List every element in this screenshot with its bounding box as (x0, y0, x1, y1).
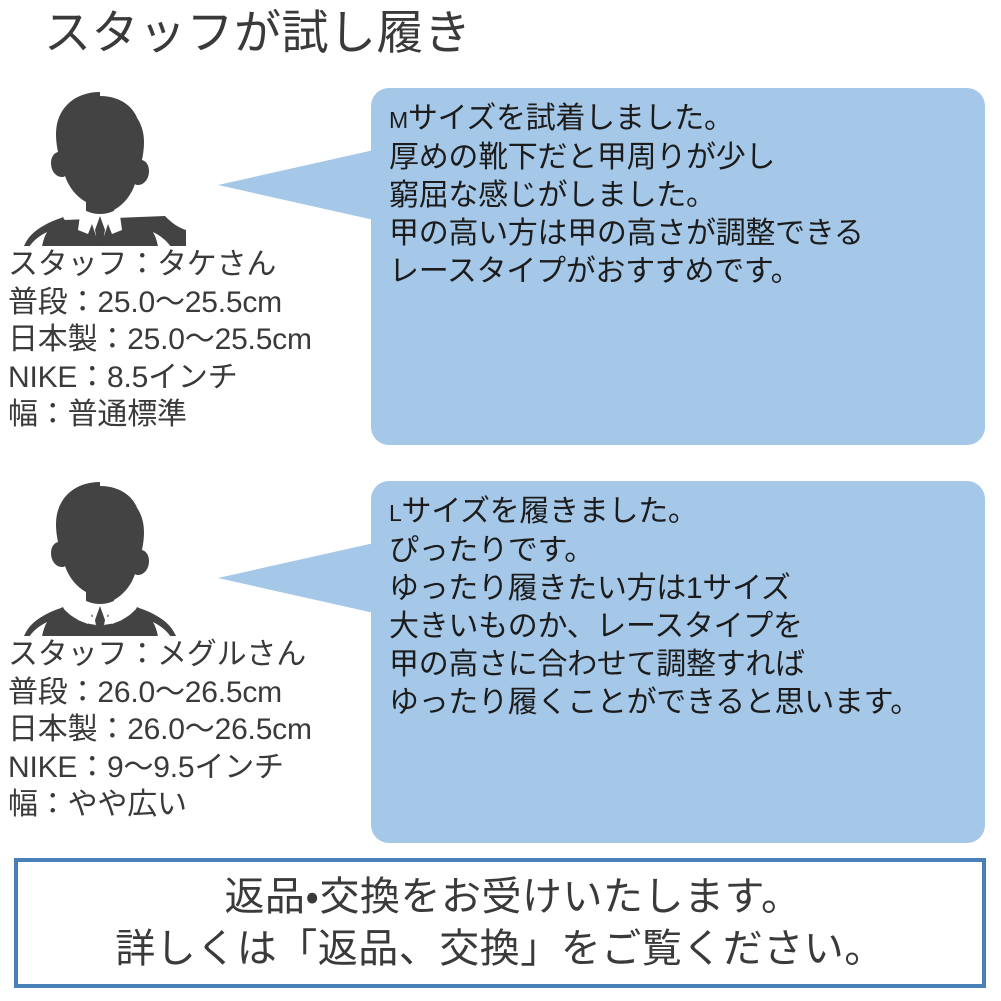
staff-usual-1: 普段：25.0〜25.5cm (8, 285, 282, 319)
person-silhouette-icon (23, 482, 177, 636)
bubble-2-line-6: ゆったり履くことができると思います。 (389, 686, 920, 719)
staff-japan-2: 日本製：26.0〜26.5cm (8, 713, 312, 746)
person-silhouette-icon (23, 92, 186, 246)
bubble-2-lead: L (389, 500, 402, 526)
bubble-2-line-2: ぴったりです。 (389, 534, 594, 567)
staff-nike-1: NIKE：8.5インチ (8, 360, 238, 394)
staff-usual-2: 普段：26.0〜26.5cm (8, 675, 282, 709)
bubble-2-line-4: 大きいものか、レースタイプを (389, 610, 803, 643)
staff-width-1: 幅：普通標準 (8, 398, 187, 431)
staff-nike-2: NIKE：9〜9.5インチ (8, 750, 284, 784)
speech-bubble-2: Lサイズを履きました。 ぴったりです。 ゆったり履きたい方は1サイズ 大きいもの… (371, 481, 985, 843)
bubble-2-line-3: ゆったり履きたい方は1サイズ (389, 572, 791, 605)
staff-info-2: スタッフ：メグルさん 普段：26.0〜26.5cm 日本製：26.0〜26.5c… (8, 636, 312, 824)
notice-line-2: 詳しくは「返品、交換」をご覧ください。 (115, 927, 885, 971)
bubble-1-line-3: 窮屈な感じがしました。 (389, 179, 716, 212)
avatar-staff-2 (14, 476, 186, 636)
staff-name-2: スタッフ：メグルさん (8, 638, 306, 671)
bubble-1-line-4: 甲の高い方は甲の高さが調整できる (389, 217, 864, 250)
bubble-2-line-5: 甲の高さに合わせて調整すれば (389, 648, 805, 681)
speech-bubble-1-text: Mサイズを試着しました。 厚めの靴下だと甲周りが少し 窮屈な感じがしました。 甲… (389, 100, 864, 291)
notice-line-1: 返品・交換をお受けいたします。 (224, 875, 802, 919)
staff-name-1: スタッフ：タケさん (8, 248, 277, 281)
bubble-1-line-1-rest: サイズを試着しました。 (407, 102, 734, 135)
staff-width-2: 幅：やや広い (8, 788, 187, 821)
staff-info-1: スタッフ：タケさん 普段：25.0〜25.5cm 日本製：25.0〜25.5cm… (8, 246, 312, 434)
speech-bubble-1: Mサイズを試着しました。 厚めの靴下だと甲周りが少し 窮屈な感じがしました。 甲… (371, 88, 985, 445)
bubble-1-line-2: 厚めの靴下だと甲周りが少し (389, 141, 776, 174)
return-exchange-notice: 返品・交換をお受けいたします。 詳しくは「返品、交換」をご覧ください。 (14, 858, 986, 988)
staff-japan-1: 日本製：25.0〜25.5cm (8, 323, 312, 356)
bubble-1-lead: M (389, 107, 408, 133)
bubble-1-line-5: レースタイプがおすすめです。 (389, 255, 801, 288)
speech-pointer-2 (218, 543, 374, 613)
speech-bubble-2-text: Lサイズを履きました。 ぴったりです。 ゆったり履きたい方は1サイズ 大きいもの… (389, 493, 920, 722)
bubble-2-line-1-rest: サイズを履きました。 (401, 495, 698, 528)
bubble-1-line-1: Mサイズを試着しました。 (389, 100, 864, 139)
page-title: スタッフが試し履き (44, 6, 472, 59)
bubble-2-line-1: Lサイズを履きました。 (389, 493, 920, 532)
speech-pointer-1 (218, 150, 374, 220)
avatar-staff-1 (14, 86, 186, 246)
